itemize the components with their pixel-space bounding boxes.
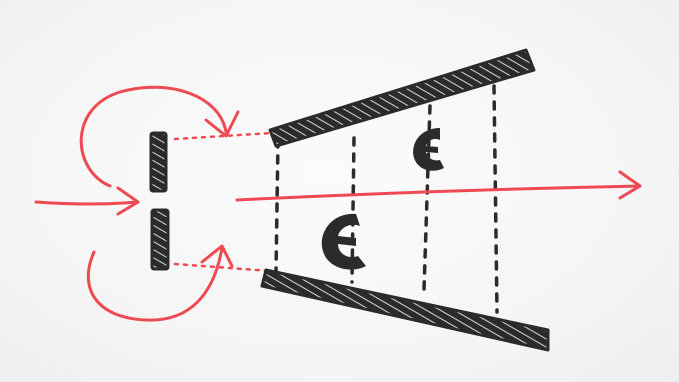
section-line-4 — [492, 84, 499, 314]
section-line-1 — [274, 138, 280, 274]
flow-arrows — [34, 85, 642, 322]
outgoing-arrowhead-icon — [618, 170, 642, 200]
diverging-wall-top — [268, 48, 536, 148]
dotted-connector-lines — [173, 131, 274, 273]
lower-recirculation-arrowhead-icon — [200, 244, 234, 268]
crescent-particle-small — [413, 128, 444, 171]
split-plate-top — [149, 131, 168, 193]
upper-recirculation-arrowhead-icon — [204, 110, 240, 138]
diverging-wall-bottom — [260, 268, 550, 352]
split-plate-bottom — [150, 208, 170, 271]
crescent-particle-large — [321, 213, 366, 270]
incoming-flow-arrow — [34, 200, 140, 206]
dotted-connector-top — [173, 131, 274, 141]
incoming-arrowhead-icon — [116, 186, 140, 216]
lower-recirculation-arrow — [86, 246, 224, 322]
upper-recirculation-arrow — [79, 85, 228, 188]
outgoing-flow-arrow — [235, 184, 642, 202]
dotted-connector-bottom — [173, 262, 272, 273]
